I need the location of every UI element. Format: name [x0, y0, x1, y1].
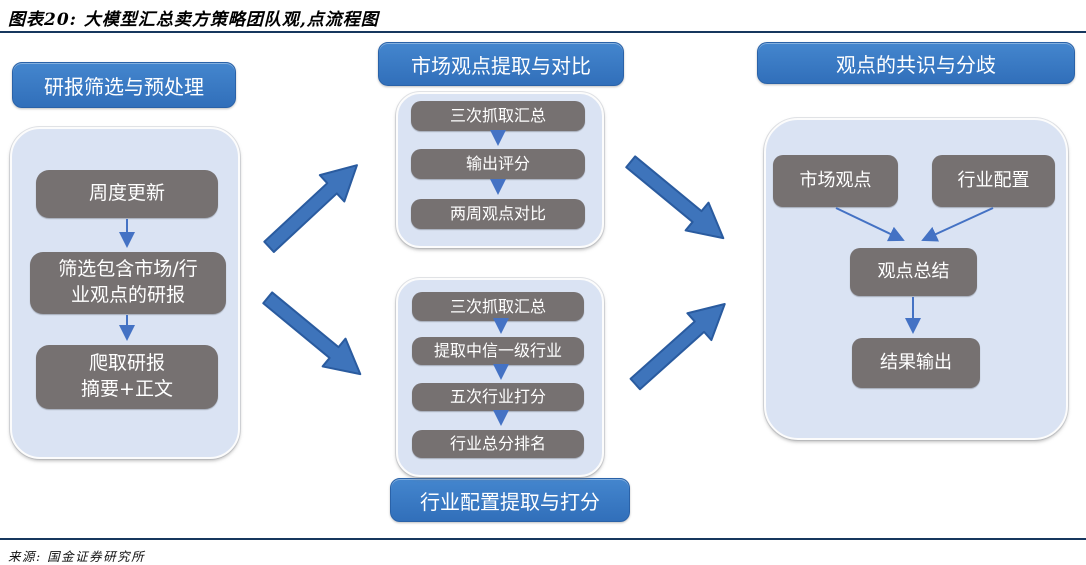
- step-three-captures-summary-industry: 三次抓取汇总: [412, 292, 584, 321]
- node-market-view: 市场观点: [773, 155, 898, 207]
- header-report-screening: 研报筛选与预处理: [12, 62, 236, 108]
- step-filter-reports: 筛选包含市场/行 业观点的研报: [30, 252, 226, 314]
- source-note: 来源: 国金证券研究所: [8, 549, 146, 564]
- arrow-left-to-industry: [262, 291, 362, 376]
- node-result-output: 结果输出: [852, 338, 980, 388]
- step-crawl-reports: 爬取研报 摘要+正文: [36, 345, 218, 409]
- step-industry-ranking: 行业总分排名: [412, 430, 584, 458]
- header-market-view-extraction: 市场观点提取与对比: [378, 42, 624, 86]
- step-output-score: 输出评分: [411, 149, 585, 179]
- arrow-left-to-market: [263, 164, 358, 253]
- step-extract-citic-industries: 提取中信一级行业: [412, 337, 584, 365]
- arrow-industry-to-consensus: [629, 303, 726, 391]
- step-five-industry-scoring: 五次行业打分: [412, 383, 584, 411]
- title-divider: [0, 31, 1086, 33]
- figure-title: 图表20: 大模型汇总卖方策略团队观,点流程图: [8, 10, 379, 30]
- footer-divider: [0, 538, 1086, 540]
- header-industry-allocation-scoring: 行业配置提取与打分: [390, 478, 630, 522]
- node-view-summary: 观点总结: [850, 248, 977, 296]
- node-industry-allocation: 行业配置: [932, 155, 1055, 207]
- arrow-market-to-consensus: [625, 155, 725, 240]
- step-weekly-update: 周度更新: [36, 170, 218, 218]
- step-two-week-comparison: 两周观点对比: [411, 199, 585, 229]
- step-three-captures-summary-market: 三次抓取汇总: [411, 101, 585, 131]
- header-consensus-divergence: 观点的共识与分歧: [757, 42, 1075, 84]
